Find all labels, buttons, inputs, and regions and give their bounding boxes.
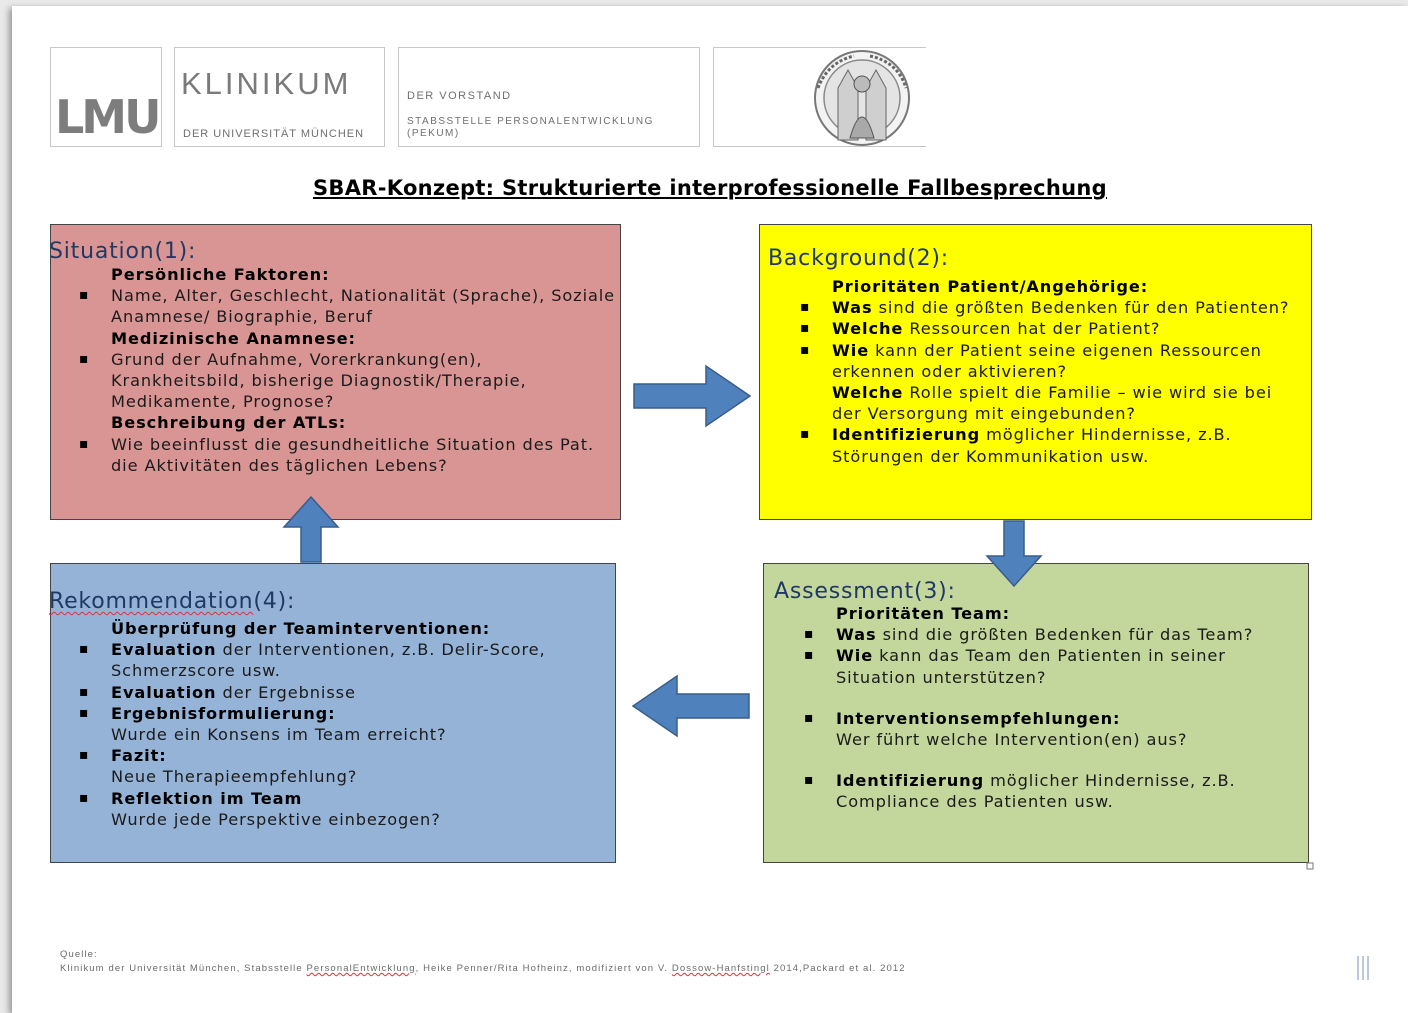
list-item: Welche Ressourcen hat der Patient?: [800, 318, 1307, 339]
source-text: Klinikum der Universität München, Stabss…: [60, 963, 906, 974]
klinikum-logo: KLINIKUM DER UNIVERSITÄT MÜNCHEN: [174, 47, 385, 147]
lmu-logo: LMU: [50, 47, 162, 147]
university-seal-icon: [814, 50, 910, 146]
flow-arrows: [282, 364, 1314, 870]
assessment-content: Prioritäten Team: Was sind die größten B…: [804, 603, 1306, 813]
situation-heading: Situation(1):: [49, 239, 197, 264]
list-item: Identifizierung möglicher Hindernisse, z…: [800, 424, 1307, 466]
list-item: Wie beeinflusst die gesundheitliche Situ…: [79, 434, 621, 476]
source-footer: Quelle: Klinikum der Universität München…: [60, 948, 906, 976]
assessment-heading: Assessment(3):: [774, 579, 956, 604]
rekommendation-box: Rekommendation(4): Überprüfung der Teami…: [49, 563, 616, 863]
list-item: Ergebnisformulierung:Wurde ein Konsens i…: [79, 703, 611, 745]
rekommendation-heading: Rekommendation(4):: [49, 588, 295, 616]
background-subheading: Prioritäten Patient/Angehörige:: [832, 277, 1149, 296]
lmu-logo-text: LMU: [55, 90, 161, 144]
seal-block: [713, 47, 926, 147]
assessment-box: Assessment(3): Prioritäten Team: Was sin…: [763, 563, 1309, 863]
arrow-down-icon: [985, 520, 1043, 588]
background-heading: Background(2):: [768, 246, 950, 271]
stabsstelle-text: STABSSTELLE PERSONALENTWICKLUNG (PEKUM): [407, 116, 654, 139]
list-item-continuation: Welche Rolle spielt die Familie – wie wi…: [832, 383, 1273, 424]
universitaet-text: DER UNIVERSITÄT MÜNCHEN: [183, 128, 365, 140]
page-title-text: SBAR-Konzept: Strukturierte interprofess…: [312, 176, 1108, 200]
list-item: Name, Alter, Geschlecht, Nationalität (S…: [79, 285, 621, 327]
arrow-up-icon: [282, 495, 340, 563]
rekommendation-subheading: Überprüfung der Teaminterventionen:: [111, 619, 491, 638]
list-item: Identifizierung möglicher Hindernisse, z…: [804, 770, 1306, 812]
background-content: Prioritäten Patient/Angehörige: Was sind…: [800, 276, 1307, 467]
arrow-right-icon: [633, 364, 752, 428]
list-item: Was sind die größten Bedenken für den Pa…: [800, 297, 1307, 318]
resize-grip-icon[interactable]: [1355, 954, 1371, 982]
assessment-subheading: Prioritäten Team:: [836, 604, 1011, 623]
page-title: SBAR-Konzept: Strukturierte interprofess…: [12, 176, 1408, 200]
situation-box: Situation(1): Persönliche Faktoren: Name…: [49, 224, 621, 520]
list-item: Wie kann das Team den Patienten in seine…: [804, 645, 1306, 687]
list-item: Interventionsempfehlungen:Wer führt welc…: [804, 708, 1306, 750]
document-page: LMU KLINIKUM DER UNIVERSITÄT MÜNCHEN DER…: [12, 6, 1408, 1013]
list-item: Evaluation der Interventionen, z.B. Deli…: [79, 639, 611, 681]
list-item: Was sind die größten Bedenken für das Te…: [804, 624, 1306, 645]
background-box: Background(2): Prioritäten Patient/Angeh…: [759, 224, 1312, 520]
situation-subheading: Persönliche Faktoren:: [111, 265, 330, 284]
source-label: Quelle:: [60, 949, 98, 960]
klinikum-text: KLINIKUM: [181, 66, 352, 101]
rekommendation-heading-word: Rekommendation: [49, 589, 254, 614]
list-item: Evaluation der Ergebnisse: [79, 682, 611, 703]
list-item: Fazit:Neue Therapieempfehlung?: [79, 745, 611, 787]
rekommendation-content: Überprüfung der Teaminterventionen: Eval…: [79, 618, 611, 830]
vorstand-text: DER VORSTAND: [407, 90, 512, 102]
situation-content: Persönliche Faktoren: Name, Alter, Gesch…: [79, 264, 621, 476]
list-item: Wie kann der Patient seine eigenen Resso…: [800, 340, 1307, 382]
situation-subheading: Medizinische Anamnese:: [111, 328, 356, 348]
situation-subheading: Beschreibung der ATLs:: [111, 413, 347, 433]
rekommendation-heading-number: (4):: [253, 589, 296, 614]
arrow-left-icon: [631, 674, 750, 738]
department-block: DER VORSTAND STABSSTELLE PERSONALENTWICK…: [398, 47, 700, 147]
list-item: Grund der Aufnahme, Vorerkrankung(en), K…: [79, 349, 621, 413]
